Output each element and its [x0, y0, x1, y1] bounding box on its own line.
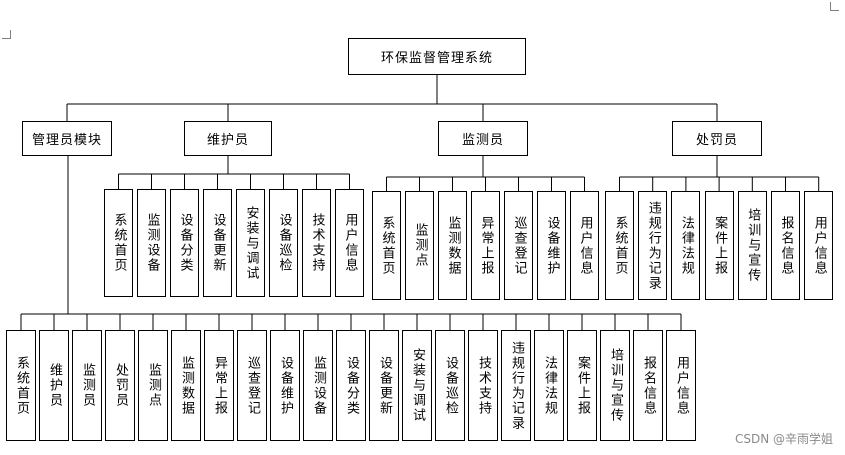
group-1-child-node: 设备更新	[203, 189, 232, 297]
admin-child-node: 安装与调试	[402, 330, 432, 441]
admin-child-node: 监测员	[72, 330, 102, 441]
group-2-child-node: 设备维护	[537, 191, 566, 300]
admin-child-node: 监测点	[138, 330, 168, 441]
group-node-1: 维护员	[184, 121, 272, 156]
admin-child-node: 设备巡检	[435, 330, 465, 441]
admin-child-node: 案件上报	[567, 330, 597, 441]
group-1-child-node: 安装与调试	[236, 189, 265, 297]
group-2-child-node: 监测数据	[438, 191, 467, 300]
admin-child-node: 系统首页	[6, 330, 36, 441]
group-1-child-node: 用户信息	[335, 189, 364, 297]
admin-child-node: 用户信息	[666, 330, 696, 441]
group-3-child-node: 法律法规	[671, 191, 701, 300]
admin-child-node: 法律法规	[534, 330, 564, 441]
corner-mark-right	[830, 2, 839, 11]
group-1-child-node: 设备巡检	[269, 189, 298, 297]
group-2-child-node: 异常上报	[471, 191, 500, 300]
group-1-child-node: 系统首页	[104, 189, 133, 297]
group-3-child-node: 报名信息	[771, 191, 800, 300]
admin-child-node: 处罚员	[105, 330, 135, 441]
group-2-child-node: 系统首页	[372, 191, 401, 300]
group-3-child-node: 用户信息	[804, 191, 834, 300]
group-node-2: 监测员	[438, 121, 528, 156]
group-1-child-node: 监测设备	[137, 189, 166, 297]
admin-child-node: 培训与宣传	[600, 330, 630, 441]
group-1-child-node: 设备分类	[170, 189, 199, 297]
admin-child-node: 异常上报	[204, 330, 234, 441]
admin-child-node: 报名信息	[633, 330, 663, 441]
admin-child-node: 设备更新	[369, 330, 399, 441]
corner-mark-left	[2, 30, 11, 39]
admin-child-node: 技术支持	[468, 330, 498, 441]
group-node-0: 管理员模块	[22, 121, 112, 156]
group-3-child-node: 违规行为记录	[638, 191, 668, 300]
group-2-child-node: 巡查登记	[504, 191, 533, 300]
admin-child-node: 监测设备	[303, 330, 333, 441]
admin-child-node: 巡查登记	[237, 330, 267, 441]
group-2-child-node: 用户信息	[570, 191, 599, 300]
admin-child-node: 设备维护	[270, 330, 300, 441]
admin-child-node: 违规行为记录	[501, 330, 531, 441]
watermark: CSDN @辛雨学姐	[734, 432, 833, 446]
group-3-child-node: 案件上报	[704, 191, 734, 300]
admin-child-node: 设备分类	[336, 330, 366, 441]
admin-child-node: 监测数据	[171, 330, 201, 441]
root-node-title: 环保监督管理系统	[348, 38, 526, 75]
group-1-child-node: 技术支持	[302, 189, 331, 297]
group-node-3: 处罚员	[672, 121, 762, 156]
admin-child-node: 维护员	[39, 330, 69, 441]
group-3-child-node: 系统首页	[605, 191, 634, 300]
group-2-child-node: 监测点	[405, 191, 434, 300]
group-3-child-node: 培训与宣传	[737, 191, 767, 300]
